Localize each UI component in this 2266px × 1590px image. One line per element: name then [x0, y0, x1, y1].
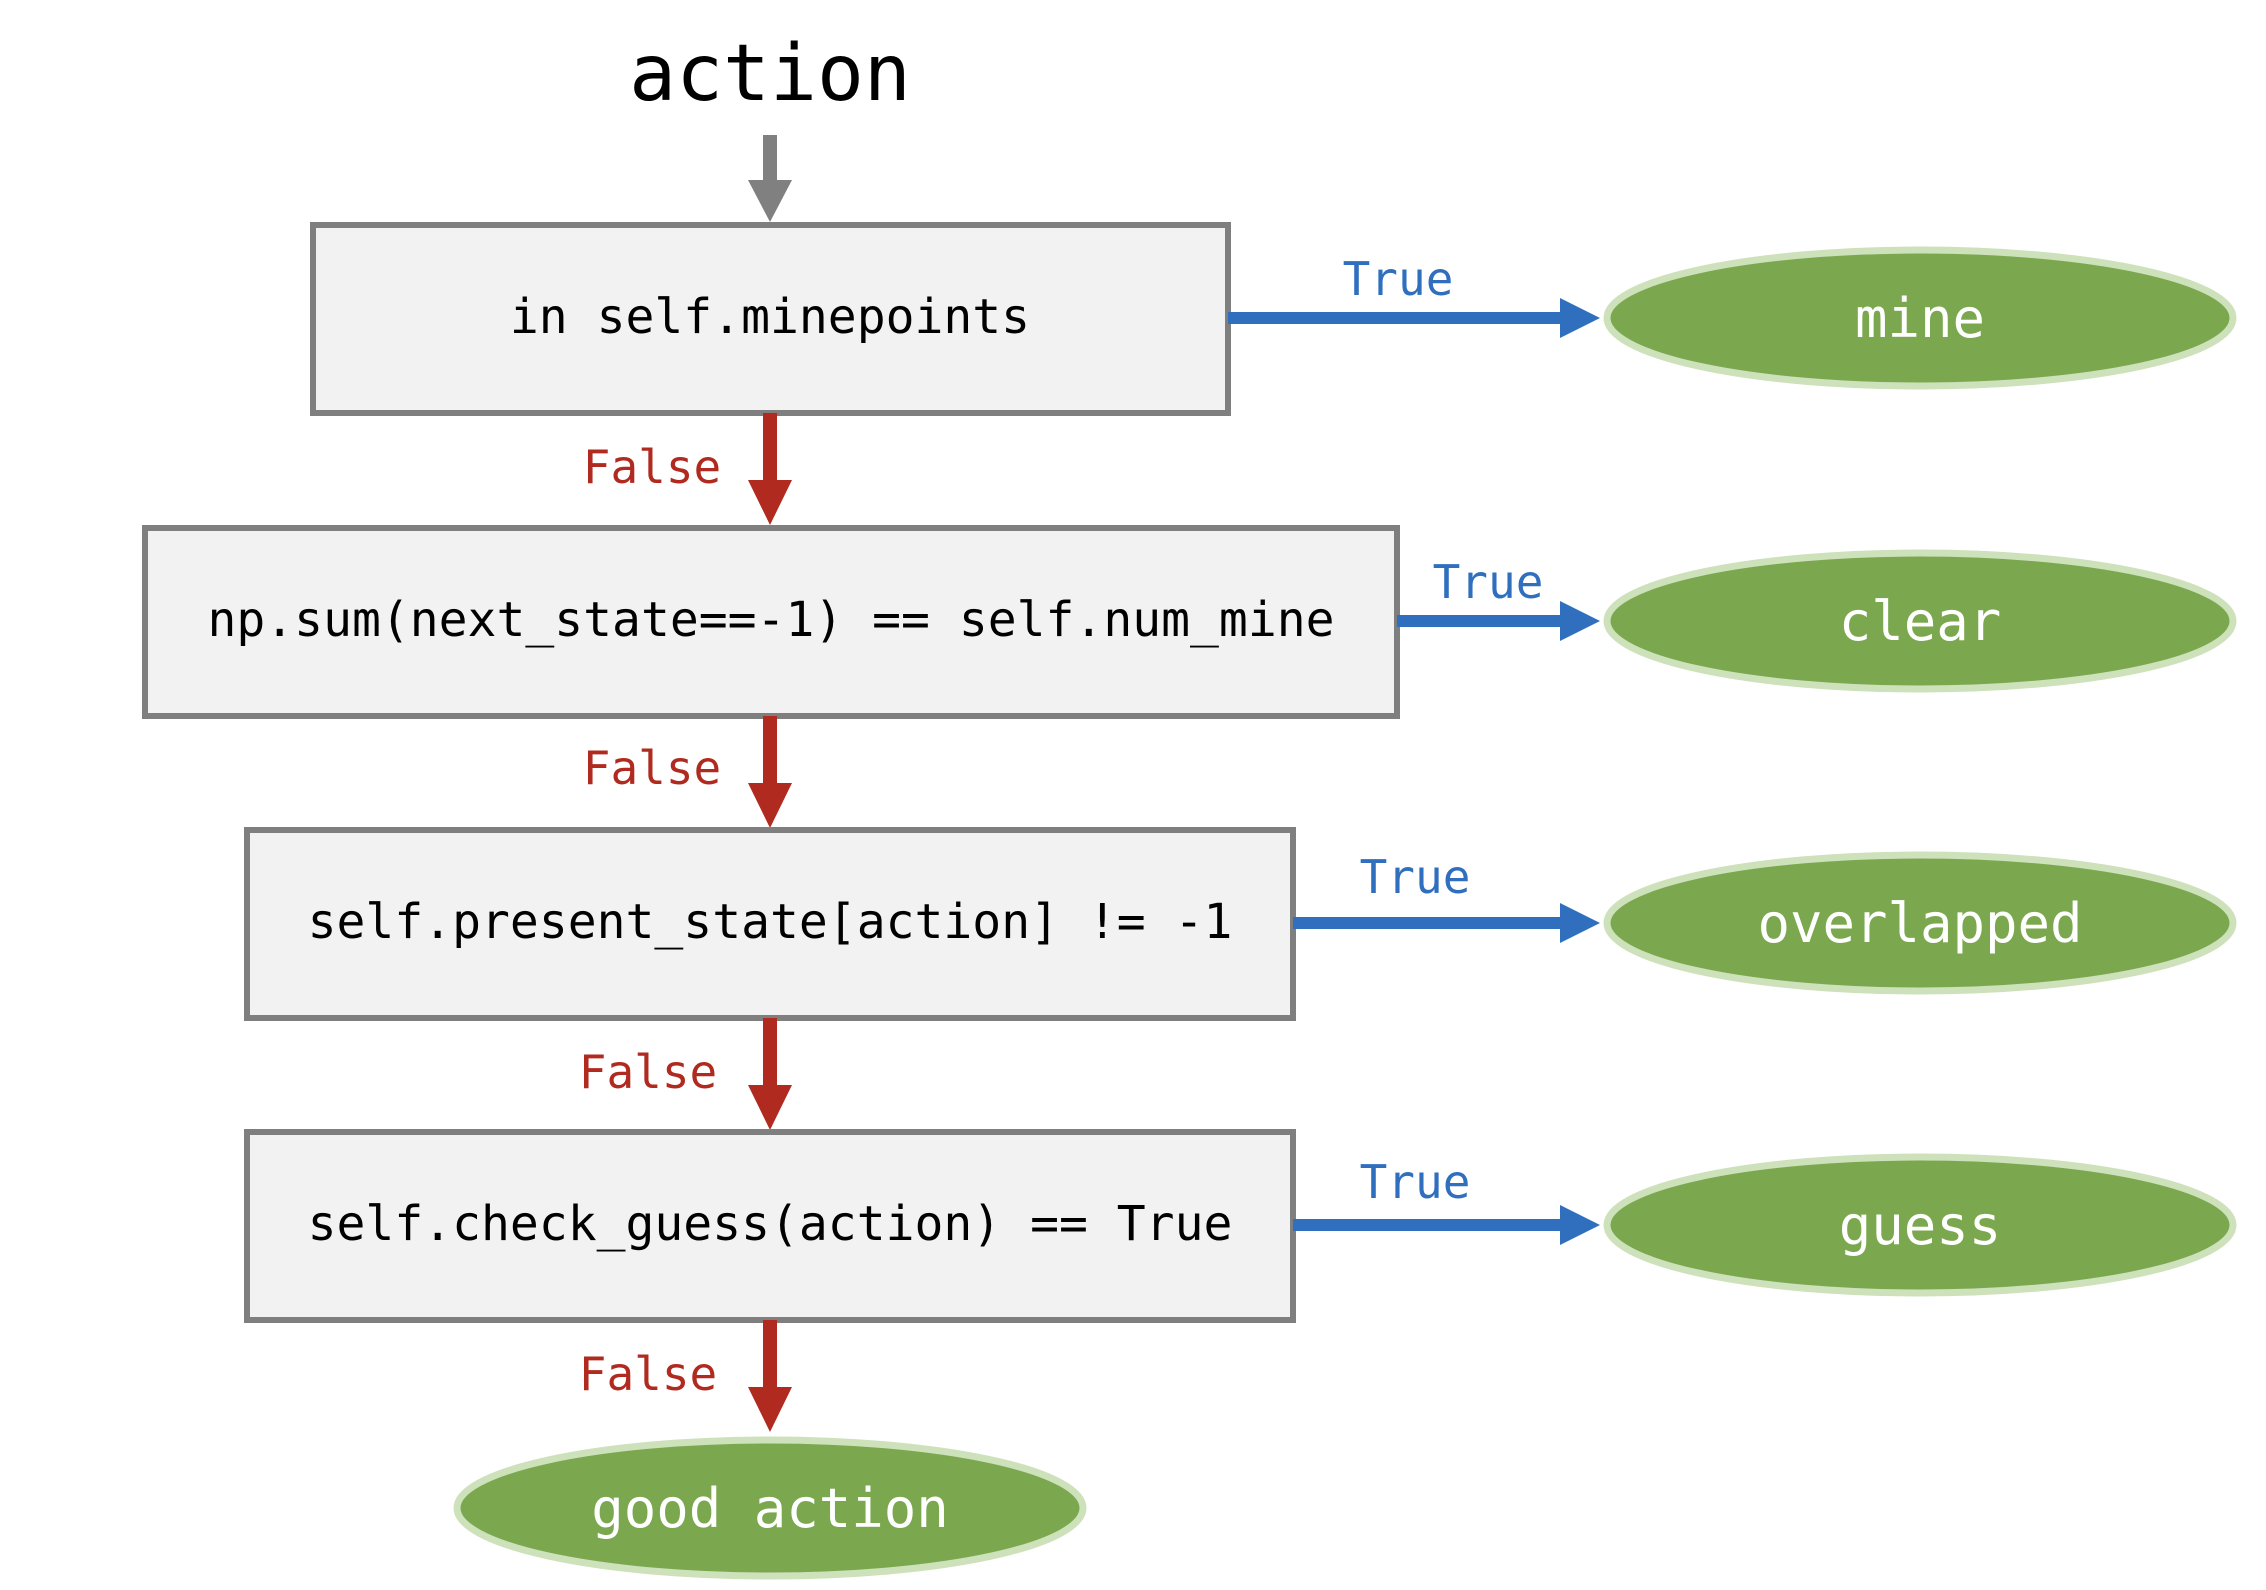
false-label-1: False [583, 440, 721, 494]
true-label-4: True [1360, 1155, 1471, 1209]
false-label-4: False [579, 1347, 717, 1401]
true-label-3: True [1360, 850, 1471, 904]
condition-box-1: in self.minepoints [310, 222, 1231, 416]
outcome-label-guess: guess [1839, 1194, 2002, 1257]
outcome-overlapped: overlapped [1603, 851, 2237, 995]
condition-box-2: np.sum(next_state==-1) == self.num_mine [142, 525, 1400, 719]
condition-box-3: self.present_state[action] != -1 [244, 827, 1296, 1021]
condition-text-4: self.check_guess(action) == True [308, 1196, 1233, 1252]
true-label-2: True [1433, 555, 1544, 609]
false-arrow-1 [748, 413, 792, 525]
true-arrow-1 [1228, 298, 1600, 338]
outcome-label-good-action: good action [591, 1477, 949, 1540]
start-arrow [748, 135, 792, 222]
true-arrow-3 [1293, 903, 1600, 943]
false-arrow-3 [748, 1018, 792, 1130]
outcome-label-clear: clear [1839, 590, 2002, 653]
false-arrow-4 [748, 1320, 792, 1432]
outcome-label-mine: mine [1855, 287, 1985, 350]
condition-text-3: self.present_state[action] != -1 [308, 894, 1233, 950]
false-label-3: False [579, 1045, 717, 1099]
start-label: action [629, 29, 911, 119]
true-arrow-2 [1397, 601, 1600, 641]
true-label-1: True [1343, 252, 1454, 306]
condition-box-4: self.check_guess(action) == True [244, 1129, 1296, 1323]
outcome-label-overlapped: overlapped [1757, 892, 2082, 955]
condition-text-2: np.sum(next_state==-1) == self.num_mine [207, 592, 1334, 648]
false-label-2: False [583, 741, 721, 795]
outcome-clear: clear [1603, 549, 2237, 693]
false-arrow-2 [748, 716, 792, 828]
outcome-mine: mine [1603, 246, 2237, 390]
true-arrow-4 [1293, 1205, 1600, 1245]
outcome-good-action: good action [453, 1436, 1087, 1580]
condition-text-1: in self.minepoints [510, 289, 1030, 345]
outcome-guess: guess [1603, 1153, 2237, 1297]
